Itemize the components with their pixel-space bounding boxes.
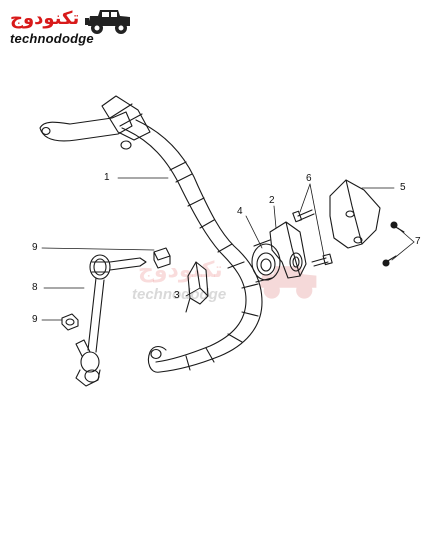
callout-5: 5: [400, 182, 406, 193]
bushing-retainer-bracket: [269, 221, 307, 279]
callout-7: 7: [415, 236, 421, 247]
bar-clamp: [185, 261, 209, 313]
link-nut-upper: [153, 247, 171, 269]
jeep-icon: [85, 10, 130, 34]
callout-9-upper: 9: [32, 242, 38, 253]
watermark-arabic-text: تكنودوج: [138, 258, 223, 283]
callout-9-lower: 9: [32, 314, 38, 325]
mounting-bolt-upper: [292, 209, 315, 223]
mounting-bolt-lower: [311, 253, 333, 267]
screw-upper: [390, 221, 405, 233]
frame-mount-bracket: [329, 179, 381, 249]
link-nut-lower: [61, 313, 79, 331]
screw-lower: [382, 255, 397, 267]
callout-2: 2: [269, 195, 275, 206]
callout-3: 3: [174, 290, 180, 301]
logo-english-text: technododge: [10, 31, 94, 46]
stabilizer-bar: [39, 95, 263, 373]
sway-bar-bushing: [251, 239, 281, 283]
logo-arabic-text: تكنودوج: [10, 8, 80, 29]
callout-6: 6: [306, 173, 312, 184]
callout-8: 8: [32, 282, 38, 293]
leader-lines: [41, 177, 415, 321]
stabilizer-link: [75, 254, 147, 387]
callout-1: 1: [104, 172, 110, 183]
callout-4: 4: [237, 206, 243, 217]
